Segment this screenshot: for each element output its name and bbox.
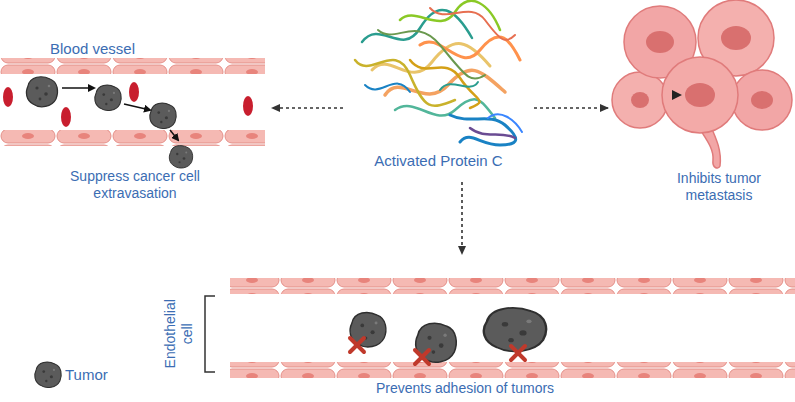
bracket <box>205 296 215 372</box>
dashed-arrow <box>534 107 608 109</box>
node-label: Blood vessel <box>50 40 190 58</box>
adhesion-vessel-illustration <box>205 278 795 378</box>
legend-label: Tumor <box>65 366 108 384</box>
metastasis-panel: Inhibits tumor metastasis <box>612 0 795 206</box>
tumor-cell <box>484 308 546 351</box>
endothelium-top <box>230 278 795 294</box>
motion-arrow <box>62 87 94 89</box>
motion-arrow <box>170 130 178 140</box>
adhesion-panel: Prevents adhesion of tumors <box>225 258 795 402</box>
tumor-cell <box>150 103 176 128</box>
node-label: Inhibits tumor metastasis <box>659 170 779 204</box>
tumor-cell <box>169 146 192 168</box>
node-label: Activated Protein C <box>345 152 532 170</box>
blood-vessel-illustration <box>0 58 265 168</box>
bracket-label: Endothelial cell <box>162 289 196 379</box>
node-label: Suppress cancer cell extravasation <box>55 168 215 202</box>
dashed-arrow <box>272 107 343 109</box>
protein-structure <box>355 1 522 145</box>
endothelium-top <box>0 58 265 74</box>
block-cross <box>350 338 525 364</box>
vessel-panel: Blood vesselSuppress cancer cell extrava… <box>0 36 268 208</box>
red-blood-cell <box>129 82 139 102</box>
tumor-cluster <box>612 0 792 168</box>
protein-panel: Activated Protein C <box>345 0 532 180</box>
tumor-cell <box>95 85 121 110</box>
endothelium-bottom <box>230 362 795 378</box>
red-blood-cell <box>3 87 13 107</box>
node-label: Prevents adhesion of tumors <box>325 380 605 397</box>
tumor-cell <box>26 77 57 107</box>
red-blood-cell <box>61 107 71 127</box>
red-blood-cell <box>243 96 253 116</box>
legend-tumor-icon <box>35 362 61 387</box>
dashed-arrow <box>461 182 463 254</box>
endothelium-bottom <box>0 130 265 146</box>
motion-arrow <box>124 104 150 110</box>
